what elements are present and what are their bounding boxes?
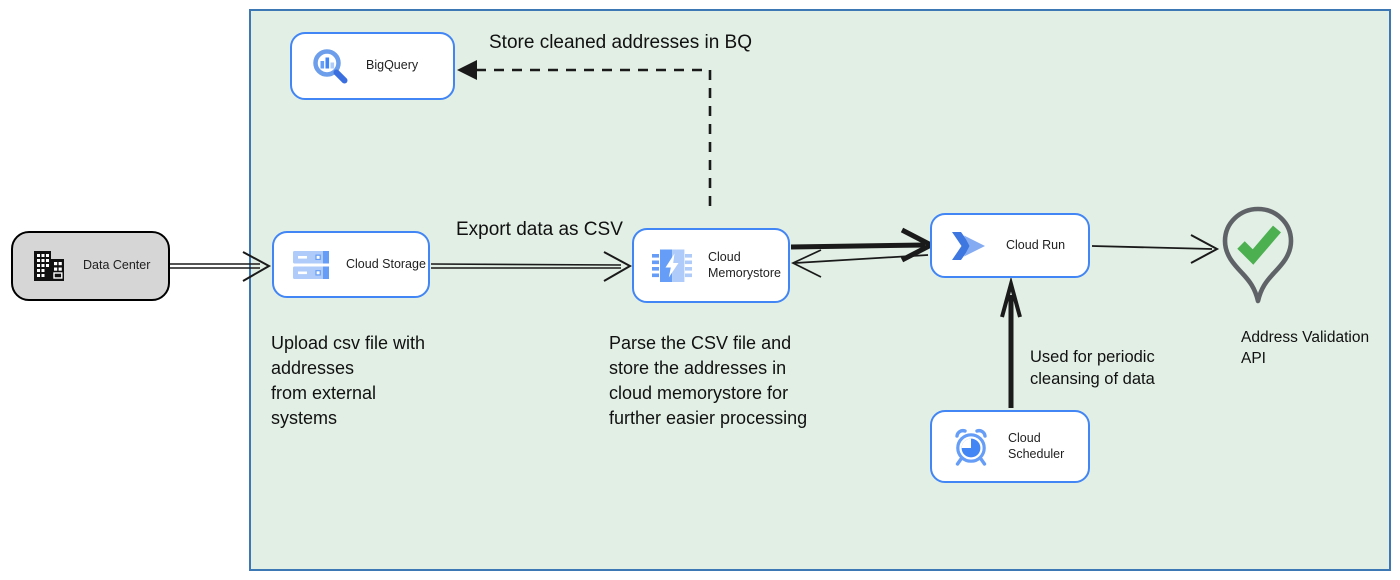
bigquery-icon <box>310 46 350 86</box>
building-icon <box>31 248 67 284</box>
annotation-parse-note: Parse the CSV file and store the address… <box>609 333 808 428</box>
node-label: BigQuery <box>366 58 419 73</box>
node-bigquery[interactable]: BigQuery <box>290 32 455 100</box>
annotation-export-csv: Export data as CSV <box>456 219 623 240</box>
node-label: Cloud Storage <box>346 256 426 271</box>
node-cloud-storage[interactable]: Cloud Storage <box>272 231 430 298</box>
node-label: Cloud Memorystore <box>708 249 781 280</box>
address-validation-label: Address Validation API <box>1241 329 1370 367</box>
cloud-run-icon <box>950 230 990 262</box>
node-cloud-memorystore[interactable]: Cloud Memorystore <box>632 228 790 303</box>
node-cloud-run[interactable]: Cloud Run <box>930 213 1090 278</box>
node-label: Data Center <box>83 258 151 273</box>
scheduler-icon <box>950 426 992 468</box>
annotation-upload-note: Upload csv file with addresses from exte… <box>271 333 426 428</box>
node-label: Cloud Scheduler <box>1008 430 1065 461</box>
memorystore-icon <box>652 246 692 286</box>
node-data-center[interactable]: Data Center <box>11 231 170 301</box>
cloud-boundary-zone <box>249 9 1391 571</box>
node-cloud-scheduler[interactable]: Cloud Scheduler <box>930 410 1090 483</box>
map-pin-check-icon <box>1222 206 1294 304</box>
annotation-periodic-note: Used for periodic cleansing of data <box>1030 348 1155 388</box>
annotation-store-bq: Store cleaned addresses in BQ <box>489 32 752 53</box>
cloud-storage-icon <box>292 249 330 281</box>
node-address-validation-api[interactable] <box>1220 205 1296 332</box>
node-label: Cloud Run <box>1006 237 1066 252</box>
